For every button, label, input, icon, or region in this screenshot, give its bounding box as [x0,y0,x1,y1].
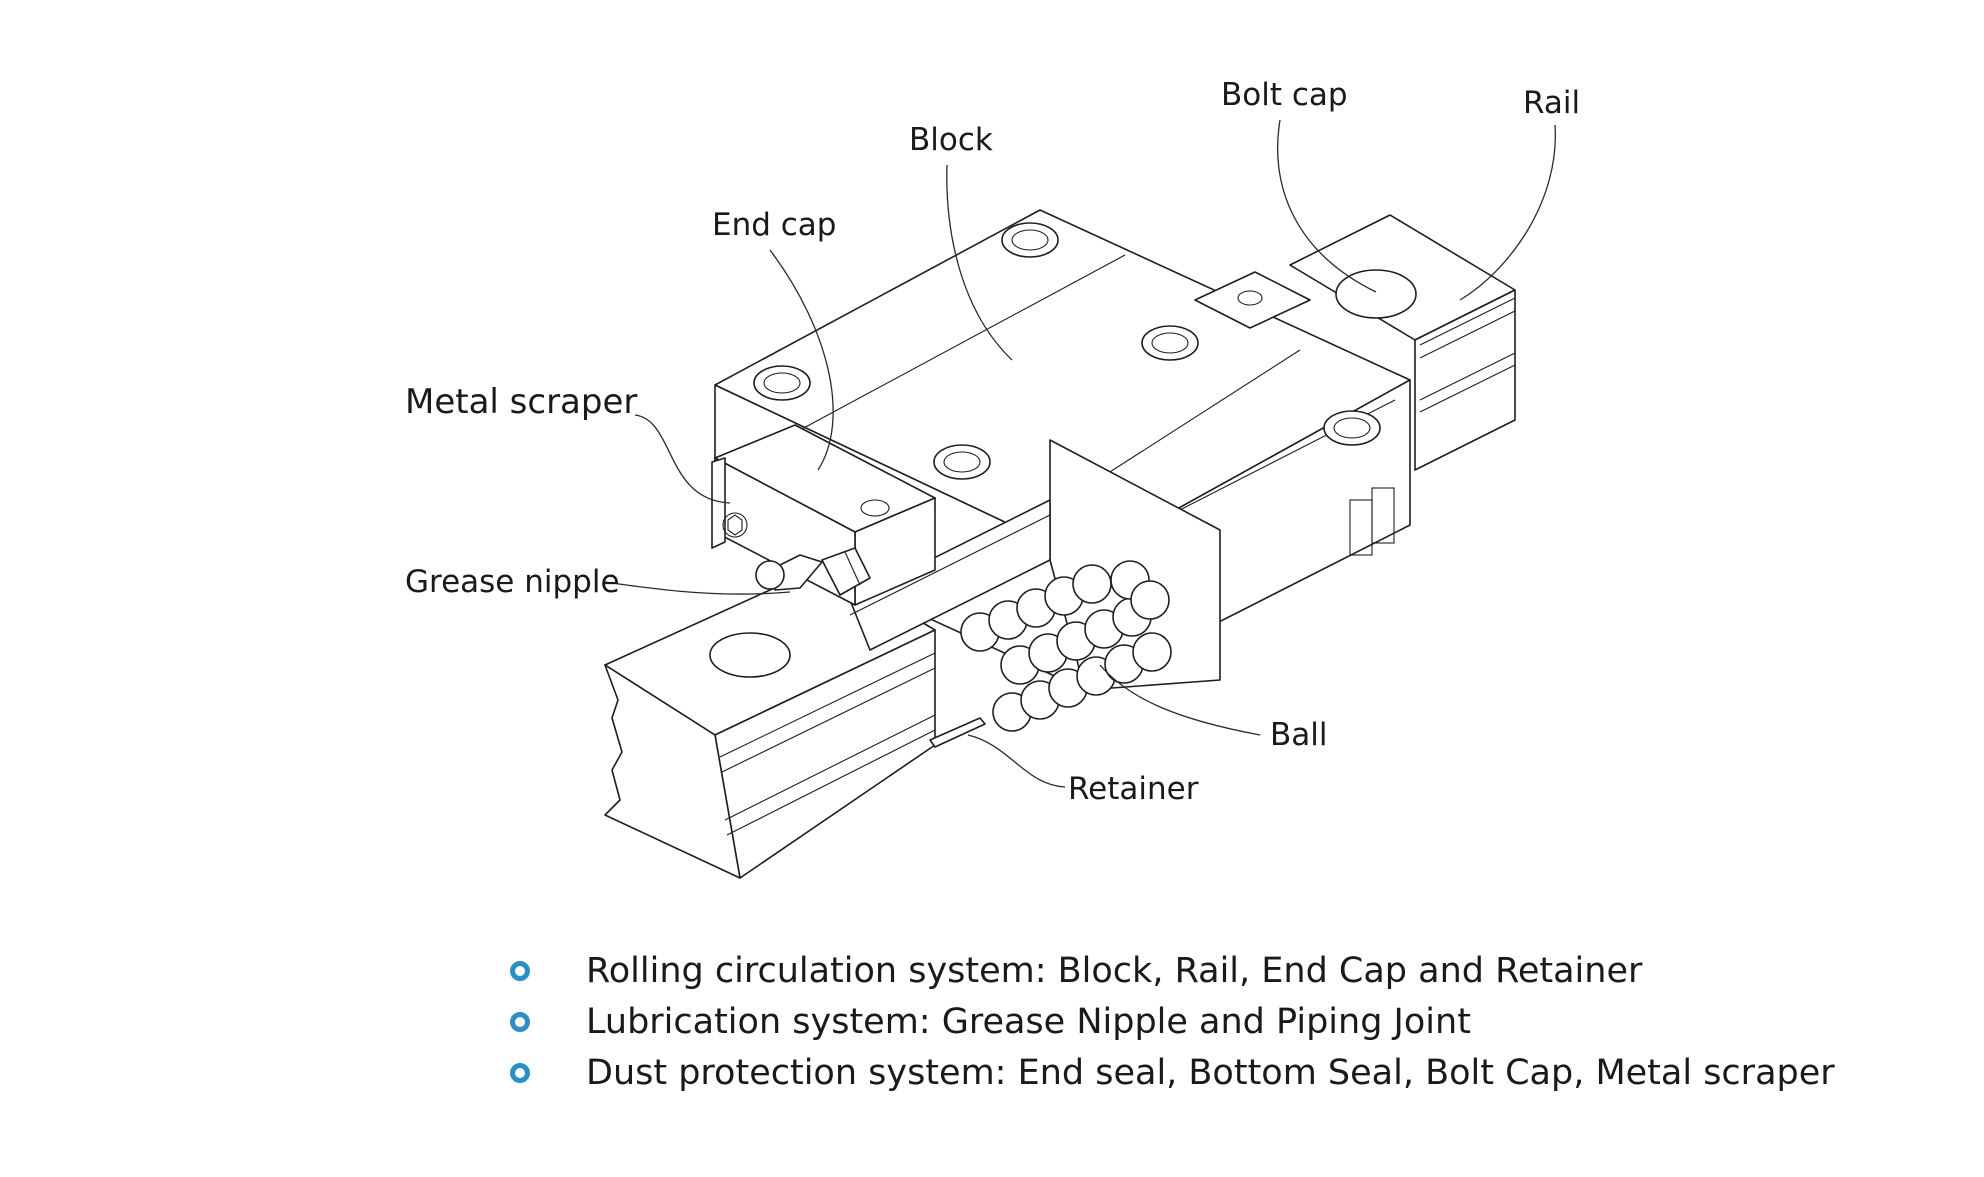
bolt-cap-shape [1335,269,1417,319]
retainer-shape [929,717,986,748]
legend-item: Dust protection system: End seal, Bottom… [510,1047,1835,1098]
legend-text: Rolling circulation system: Block, Rail,… [586,950,1643,991]
circle-bullet-icon [510,1062,530,1083]
rail-back [1289,214,1516,471]
label-grease-nipple: Grease nipple [405,564,620,600]
label-metal-scraper: Metal scraper [405,382,637,422]
leader-lines [604,119,1556,788]
label-end-cap: End cap [712,207,836,243]
legend-text: Dust protection system: End seal, Bottom… [586,1052,1835,1093]
label-rail: Rail [1523,85,1580,121]
legend-text: Lubrication system: Grease Nipple and Pi… [586,1001,1471,1042]
label-ball: Ball [1270,717,1328,753]
circle-bullet-icon [510,1011,530,1032]
label-bolt-cap: Bolt cap [1221,77,1348,113]
label-retainer: Retainer [1068,771,1199,807]
end-cap [714,424,936,606]
legend-item: Rolling circulation system: Block, Rail,… [510,945,1810,996]
metal-scraper-shape [711,457,748,549]
grease-nipple-shape [755,547,871,596]
linear-guide-diagram: Bolt cap Rail Block End cap Metal scrape… [405,77,1580,879]
system-legend: Rolling circulation system: Block, Rail,… [510,945,1835,1098]
label-block: Block [909,122,993,158]
legend-item: Lubrication system: Grease Nipple and Pi… [510,996,1810,1047]
balls [960,560,1172,732]
circle-bullet-icon [510,960,530,981]
